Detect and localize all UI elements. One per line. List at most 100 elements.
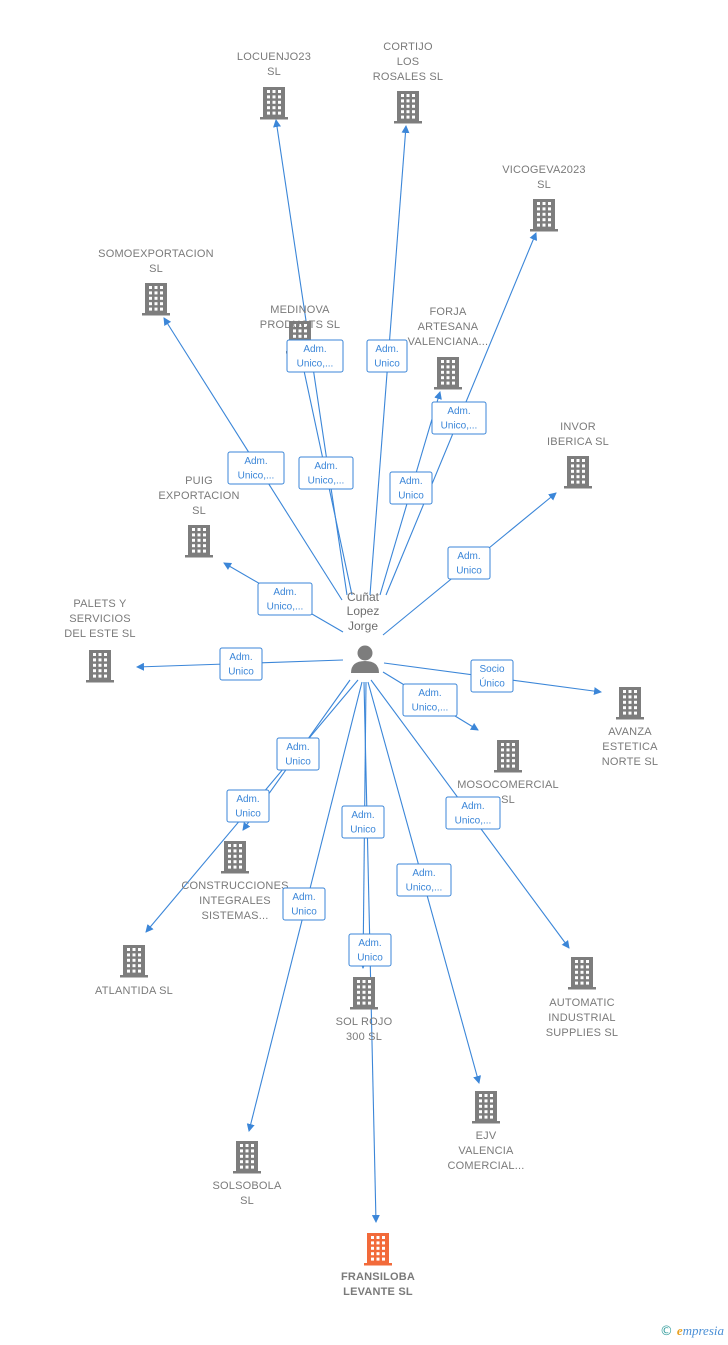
company-label-line: SL — [537, 179, 551, 191]
building-icon — [142, 283, 170, 316]
role-text: Unico,... — [406, 883, 443, 894]
role-text: Unico — [291, 907, 317, 918]
brand-name: mpresia — [682, 1323, 724, 1338]
company-label-line: SUPPLIES SL — [546, 1027, 619, 1039]
role-badge-atlantida[interactable]: Adm.Unico — [226, 789, 270, 823]
role-text: Adm. — [399, 476, 422, 487]
role-text: Unico — [374, 359, 400, 370]
role-badge-ejv[interactable]: Adm. Unico,... — [396, 863, 452, 897]
company-label-line: FRANSILOBA — [341, 1271, 415, 1283]
company-node-forja[interactable]: FORJA ARTESANA VALENCIANA... — [408, 306, 489, 390]
building-icon — [494, 740, 522, 773]
role-badge-solrojo[interactable]: Adm. Unico — [341, 805, 385, 839]
building-icon — [120, 945, 148, 978]
role-text: Adm. — [461, 801, 484, 812]
company-label-line: SERVICIOS — [69, 613, 131, 625]
building-icon — [260, 87, 288, 120]
role-text: Único — [479, 677, 505, 690]
company-node-fransiloba[interactable]: FRANSILOBA LEVANTE SL — [341, 1233, 415, 1298]
company-label-line: LEVANTE SL — [343, 1286, 413, 1298]
role-text: Unico — [456, 566, 482, 577]
company-label-line: DEL ESTE SL — [64, 628, 136, 640]
role-text: Adm. — [303, 344, 326, 355]
company-label-line: ARTESANA — [418, 321, 479, 333]
company-label-line: INVOR — [560, 421, 596, 433]
role-badge-mosocomercial[interactable]: Adm.Unico,... — [402, 683, 458, 717]
company-node-solrojo[interactable]: SOL ROJO 300 SL — [336, 977, 393, 1043]
company-label-line: SOL ROJO — [336, 1016, 393, 1028]
company-label-line: FORJA — [429, 306, 467, 318]
person-name-line-2: Lopez — [347, 604, 380, 618]
company-label-line: SL — [501, 794, 515, 806]
person-name-line-1: Cuñat — [347, 590, 380, 604]
role-badge-automatic[interactable]: Adm.Unico,... — [445, 796, 501, 830]
role-badge-locuenjo23[interactable]: Adm. Unico,... — [286, 339, 344, 373]
role-text: Unico,... — [238, 471, 275, 482]
company-label-line: VALENCIANA... — [408, 336, 489, 348]
role-badge-construcciones[interactable]: Adm.Unico — [276, 737, 320, 771]
building-icon — [568, 957, 596, 990]
role-text: Unico,... — [308, 476, 345, 487]
building-icon — [472, 1091, 500, 1124]
company-label-line: EXPORTACION — [158, 490, 239, 502]
role-badge-cortijo[interactable]: Adm.Unico — [366, 339, 408, 373]
company-label-line: 300 SL — [346, 1031, 382, 1043]
role-badge-invor[interactable]: Adm. Unico — [447, 546, 491, 580]
role-text: Adm. — [236, 794, 259, 805]
company-label-line: SOMOEXPORTACION — [98, 248, 214, 260]
role-badge-puig[interactable]: Adm.Unico,... — [257, 582, 313, 616]
building-icon — [221, 841, 249, 874]
center-person[interactable]: Cuñat Lopez Jorge — [347, 590, 380, 673]
role-text: Adm. — [412, 868, 435, 879]
company-label-line: VICOGEVA2023 — [502, 164, 586, 176]
role-text: Adm. — [229, 652, 252, 663]
company-label-line: LOCUENJO23 — [237, 51, 311, 63]
building-icon — [564, 456, 592, 489]
role-badge-forja[interactable]: Adm.Unico — [389, 471, 433, 505]
company-node-construcciones[interactable]: CONSTRUCCIONESINTEGRALESSISTEMAS... — [181, 841, 288, 922]
company-label-line: AUTOMATIC — [549, 997, 615, 1009]
company-label-line: SISTEMAS... — [202, 910, 269, 922]
building-icon — [616, 687, 644, 720]
company-label-line: SOLSOBOLA — [212, 1180, 282, 1192]
role-text: Adm. — [244, 456, 267, 467]
building-icon — [434, 357, 462, 390]
role-badge-solsobola[interactable]: Adm.Unico — [282, 887, 326, 921]
role-text: Unico,... — [267, 602, 304, 613]
role-badge-somoexp[interactable]: Adm. Unico,... — [227, 451, 285, 485]
role-text: Adm. — [351, 810, 374, 821]
company-label-line: INTEGRALES — [199, 895, 271, 907]
company-label-line: COMERCIAL... — [448, 1160, 525, 1172]
person-name-line-3: Jorge — [348, 619, 378, 633]
building-icon — [86, 650, 114, 683]
role-text: Unico,... — [297, 359, 334, 370]
building-icon — [530, 199, 558, 232]
role-text: Adm. — [286, 742, 309, 753]
company-node-ejv[interactable]: EJVVALENCIACOMERCIAL... — [448, 1091, 525, 1172]
role-text: Unico — [350, 825, 376, 836]
company-node-atlantida[interactable]: ATLANTIDA SL — [95, 945, 173, 997]
role-badge-fransiloba[interactable]: Adm.Unico — [348, 933, 392, 967]
role-badge-palets[interactable]: Adm.Unico — [219, 647, 263, 681]
empresia-brand[interactable]: ©empresia — [660, 1323, 724, 1339]
role-badge-medinova[interactable]: Adm.Unico,... — [298, 456, 354, 490]
copyright-icon: © — [659, 1324, 673, 1339]
role-text: Adm. — [457, 551, 480, 562]
role-badge-vicogeva[interactable]: Adm.Unico,... — [431, 401, 487, 435]
roles-layer: Adm.Unico,...Adm.UnicoAdm.Unico,...Adm.U… — [219, 339, 514, 967]
